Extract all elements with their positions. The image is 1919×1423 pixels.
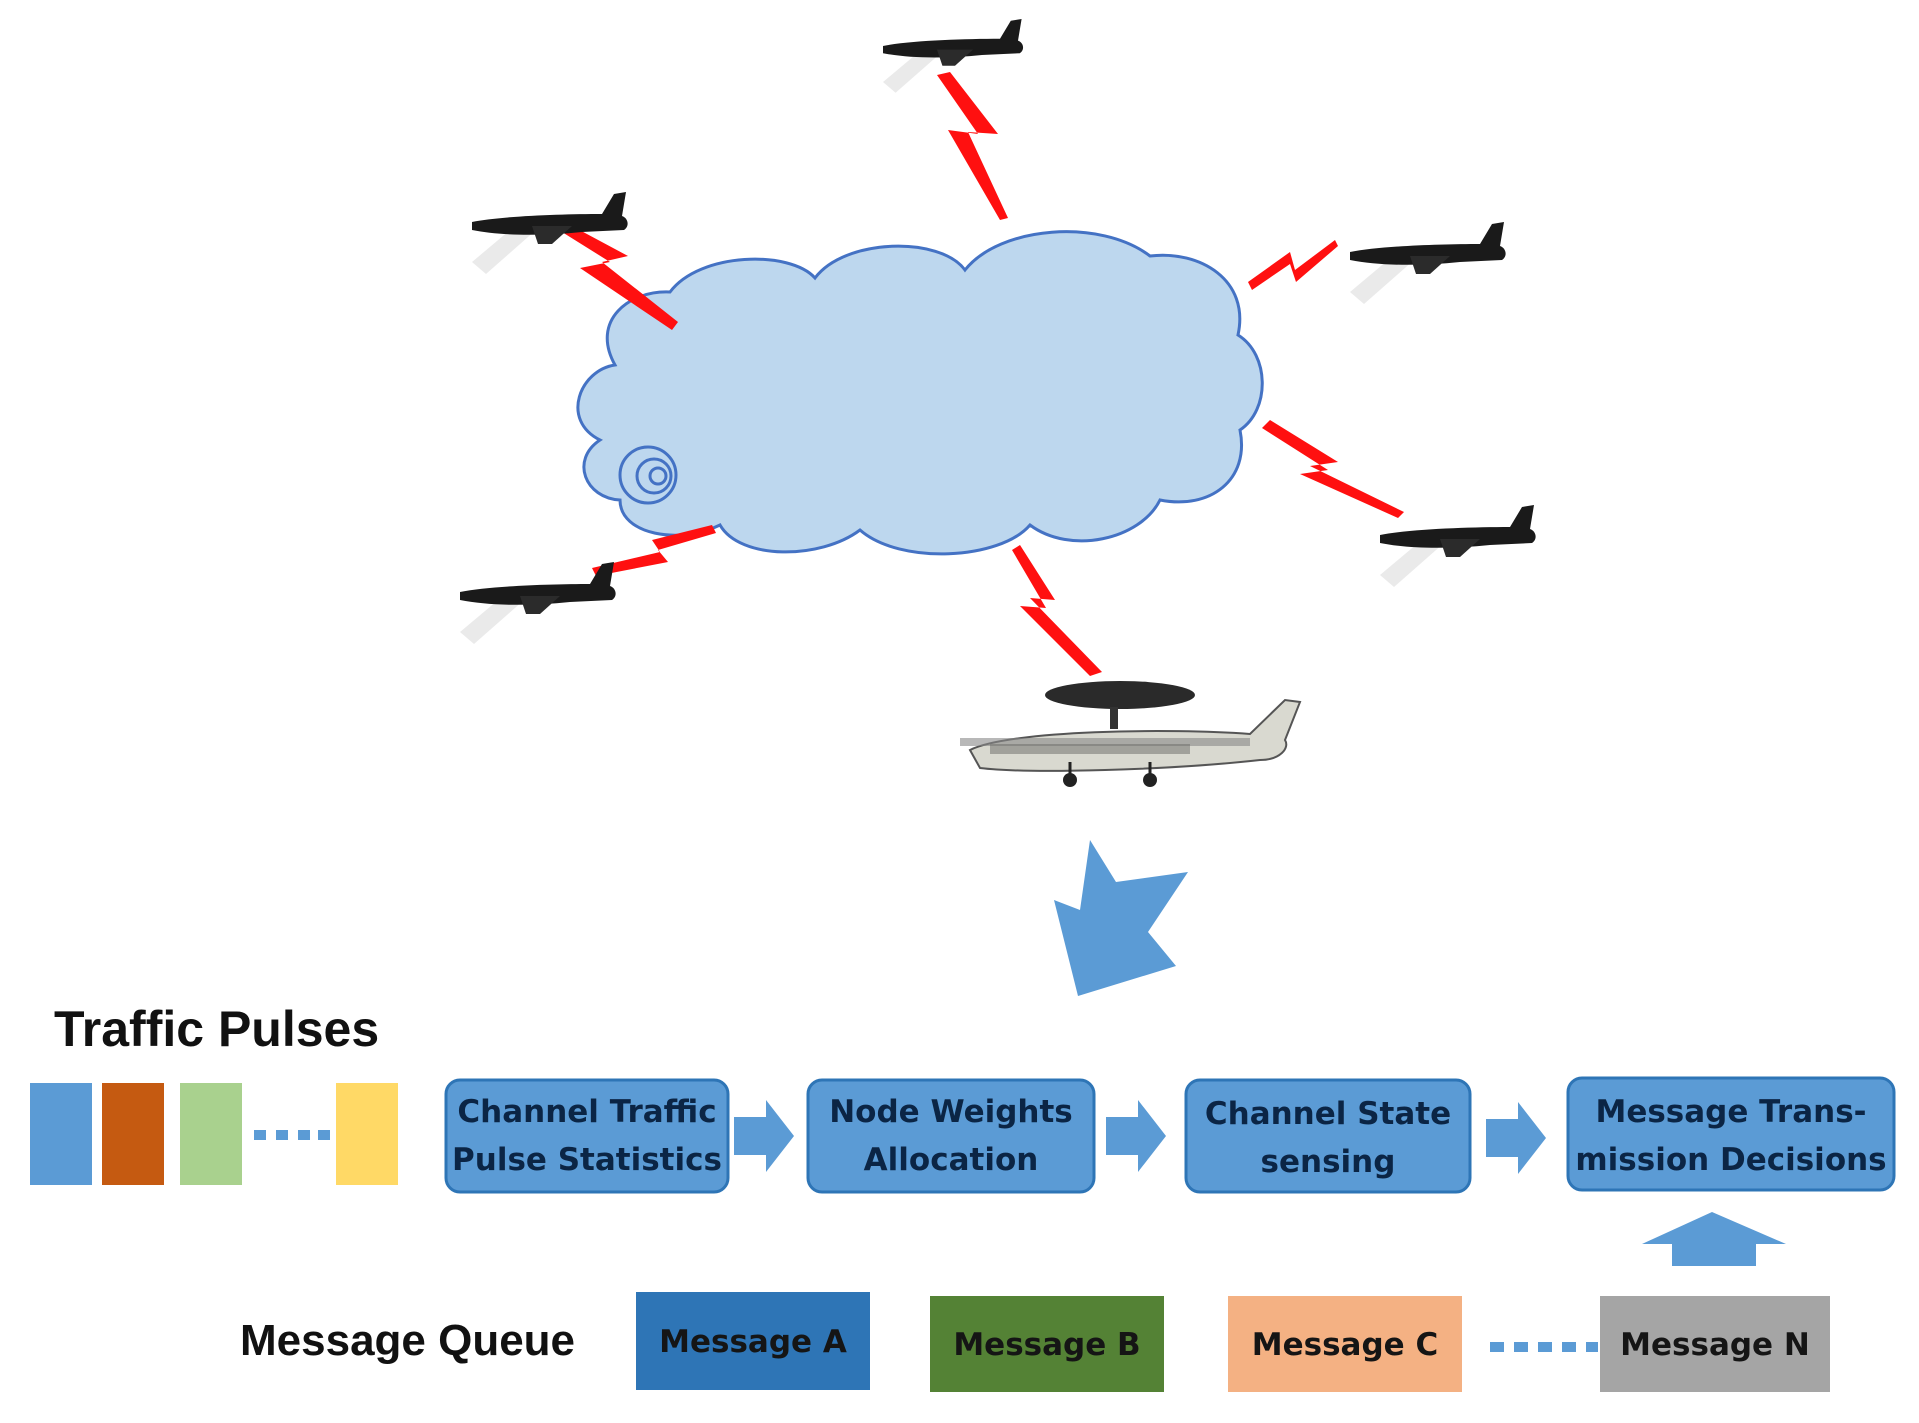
message-label: Message B xyxy=(953,1327,1140,1363)
message-c: Message C xyxy=(1228,1296,1462,1392)
message-label: Message C xyxy=(1252,1327,1438,1363)
traffic-pulse-bar xyxy=(336,1083,398,1185)
message-label: Message A xyxy=(659,1324,847,1360)
traffic-pulse-bar xyxy=(30,1083,92,1185)
fighter-jet-icon xyxy=(1380,505,1536,587)
traffic-pulse-bar xyxy=(180,1083,242,1185)
step-label-line2: mission Decisions xyxy=(1575,1142,1886,1178)
message-label: Message N xyxy=(1620,1327,1810,1363)
pipeline: Channel Traffic Pulse Statistics Node We… xyxy=(444,1076,1896,1266)
message-queue-label: Message Queue xyxy=(240,1316,575,1365)
pipeline-step-node-weights: Node Weights Allocation xyxy=(806,1078,1096,1194)
message-n: Message N xyxy=(1600,1296,1830,1392)
step-label-line2: sensing xyxy=(1261,1144,1396,1180)
lightning-link-icon xyxy=(1248,240,1338,290)
wireless-links xyxy=(562,72,1404,676)
traffic-pulse-bar xyxy=(102,1083,164,1185)
step-label-line1: Channel State xyxy=(1205,1096,1451,1132)
lightning-link-icon xyxy=(1262,420,1404,518)
lightning-link-icon xyxy=(1012,545,1102,676)
pipeline-step-channel-state: Channel State sensing xyxy=(1184,1078,1472,1194)
step-label-line1: Message Trans- xyxy=(1595,1094,1866,1130)
step-label-line1: Node Weights xyxy=(829,1094,1073,1130)
lightning-link-icon xyxy=(937,72,1008,220)
right-arrow-icon xyxy=(1106,1100,1166,1172)
fighter-jet-icon xyxy=(1350,222,1506,304)
step-label-line1: Channel Traffic xyxy=(457,1094,716,1130)
pipeline-step-message-transmission: Message Trans- mission Decisions xyxy=(1566,1076,1896,1192)
message-queue: Message A Message B Message C Message N xyxy=(636,1292,1830,1392)
message-b: Message B xyxy=(930,1296,1164,1392)
fighter-jet-icon xyxy=(460,562,616,644)
lightning-link-icon xyxy=(562,226,678,330)
step-label-line2: Pulse Statistics xyxy=(452,1142,722,1178)
step-label-line2: Allocation xyxy=(864,1142,1039,1178)
right-arrow-icon xyxy=(734,1100,794,1172)
traffic-pulses-title: Traffic Pulses xyxy=(54,1001,379,1057)
down-arrow-icon xyxy=(1054,840,1188,996)
message-a: Message A xyxy=(636,1292,870,1390)
up-arrow-icon xyxy=(1642,1212,1786,1266)
ellipsis-dots xyxy=(1490,1342,1598,1352)
pipeline-step-channel-traffic: Channel Traffic Pulse Statistics xyxy=(444,1078,730,1194)
awacs-aircraft-icon xyxy=(960,681,1302,787)
network-cloud xyxy=(576,230,1264,556)
traffic-pulses xyxy=(30,1083,398,1185)
right-arrow-icon xyxy=(1486,1102,1546,1174)
ellipsis-dots xyxy=(254,1130,330,1140)
cloud-swirl xyxy=(618,445,678,505)
lightning-link-icon xyxy=(592,525,716,576)
